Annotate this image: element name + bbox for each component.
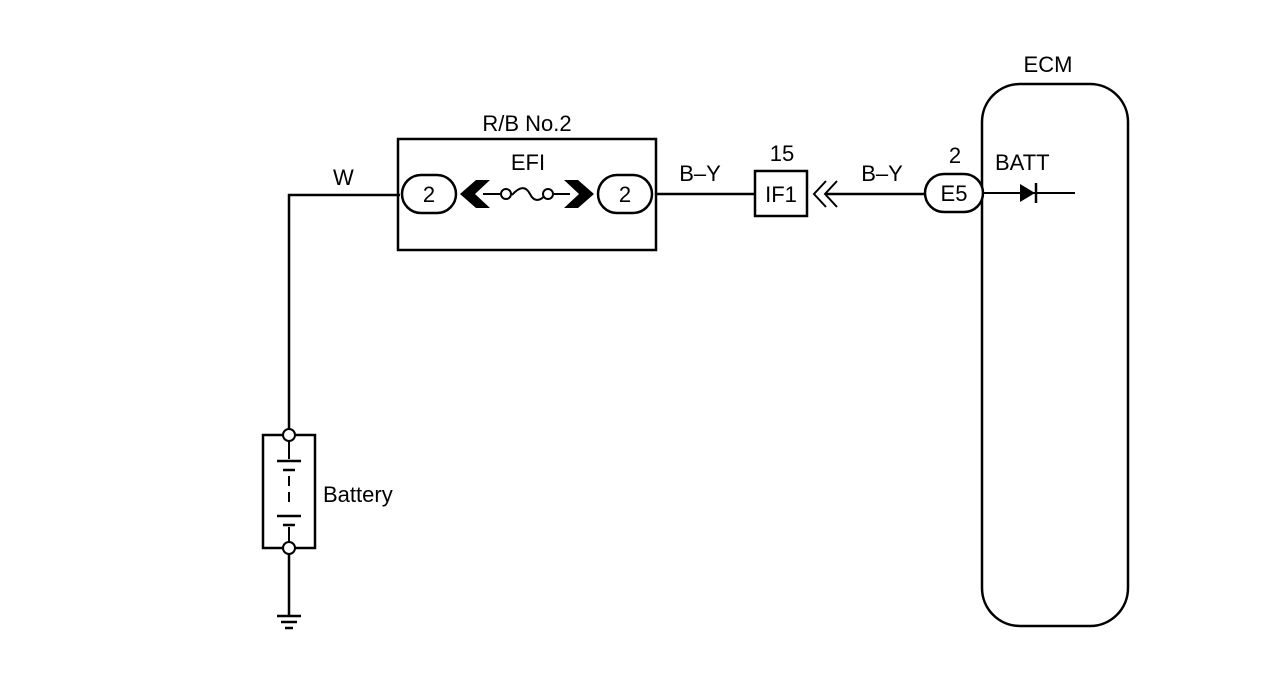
e5-connector-name: E5: [941, 181, 968, 206]
wire-w: [287, 193, 400, 429]
connector-chevron-icon: [812, 180, 838, 208]
ecm-box: [980, 82, 1130, 628]
wire-label-by-2: B–Y: [861, 161, 903, 186]
wire-label-by-1: B–Y: [679, 161, 721, 186]
if1-connector-name: IF1: [765, 182, 797, 207]
fuse-label: EFI: [511, 150, 545, 175]
ecm-title: ECM: [1024, 52, 1073, 77]
if1-pin-number: 15: [770, 141, 794, 166]
relay-pin-right: 2: [596, 173, 654, 215]
if1-connector-box: [753, 169, 809, 218]
battery-label: Battery: [323, 482, 393, 507]
battery-symbol: [261, 428, 317, 555]
diode-icon: [983, 183, 1075, 203]
relay-block-title: R/B No.2: [482, 111, 571, 136]
e5-pin-number: 2: [949, 143, 961, 168]
fuse-icon: [460, 180, 594, 208]
batt-terminal-label: BATT: [995, 150, 1050, 175]
relay-pin-left-number: 2: [423, 182, 435, 207]
relay-pin-left: 2: [400, 173, 458, 215]
wire-label-w: W: [333, 165, 354, 190]
relay-pin-right-number: 2: [619, 182, 631, 207]
ground-icon: [277, 548, 301, 630]
